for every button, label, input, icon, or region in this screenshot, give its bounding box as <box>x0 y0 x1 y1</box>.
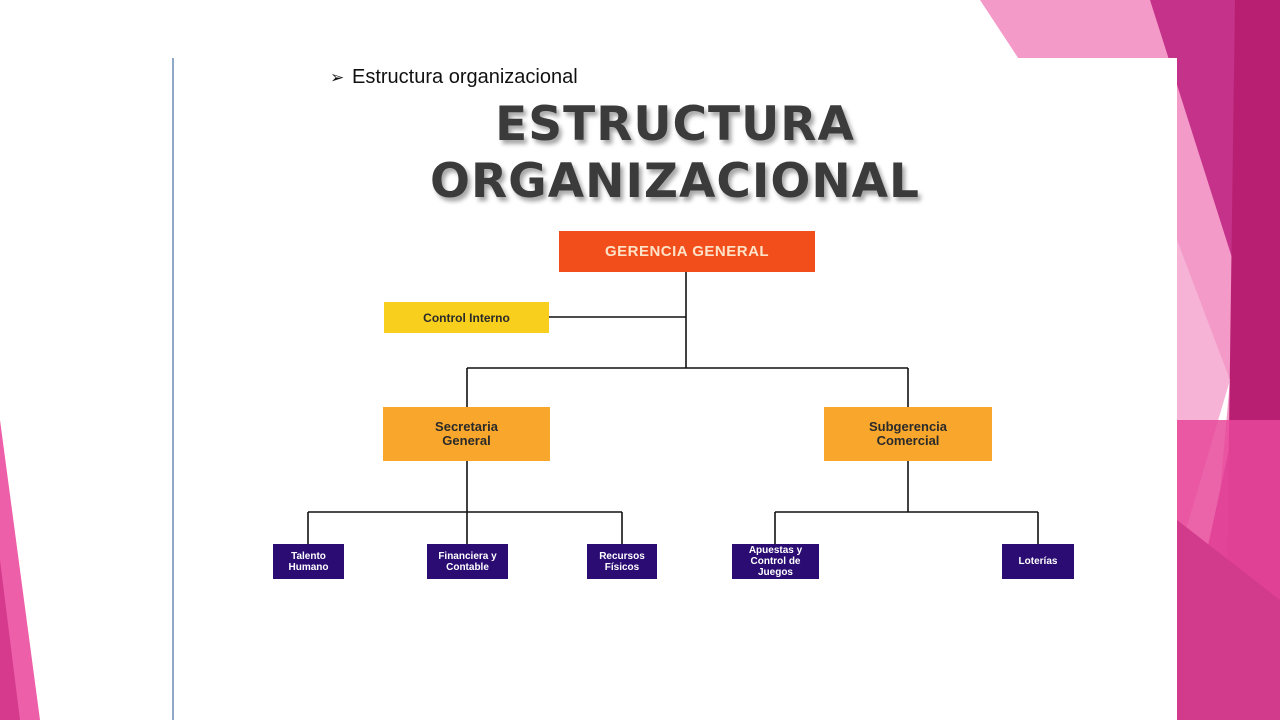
chart-title: ESTRUCTURA ORGANIZACIONAL <box>380 96 970 210</box>
node-talento-humano: Talento Humano <box>273 544 344 579</box>
node-recursos-fisicos: Recursos Físicos <box>587 544 657 579</box>
node-gerencia-general: GERENCIA GENERAL <box>559 231 815 272</box>
bullet-item: ➢ Estructura organizacional <box>330 66 578 89</box>
chart-title-line2: ORGANIZACIONAL <box>430 154 920 209</box>
node-loterias: Loterías <box>1002 544 1074 579</box>
image-left-border <box>172 58 174 720</box>
chart-title-line1: ESTRUCTURA <box>495 97 855 152</box>
org-chart-image <box>172 58 1177 720</box>
node-financiera-contable: Financiera y Contable <box>427 544 508 579</box>
node-control-interno: Control Interno <box>384 302 549 333</box>
node-subgerencia-comercial: Subgerencia Comercial <box>824 407 992 461</box>
arrow-bullet-icon: ➢ <box>330 68 345 87</box>
node-apuestas-control-juegos: Apuestas y Control de Juegos <box>732 544 819 579</box>
node-secretaria-general: Secretaria General <box>383 407 550 461</box>
bullet-text: Estructura organizacional <box>352 66 578 88</box>
